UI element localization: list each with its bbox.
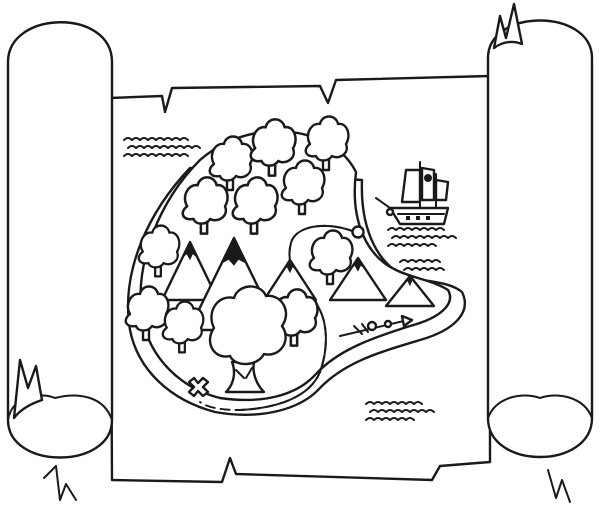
wave-cluster [387,227,457,247]
wave-cluster [365,401,435,421]
tree [161,300,205,354]
tree [181,176,229,235]
right-scroll-roll [486,2,594,503]
mountain [160,240,220,302]
mountain [384,274,436,308]
wave-line [123,137,189,141]
tree [280,159,326,216]
wave-line [123,153,189,157]
wave-line [403,267,445,271]
trail-start-marker [351,225,365,239]
tree [308,229,354,286]
tree [249,118,297,177]
mountain [328,256,388,302]
wave-line [365,417,415,421]
pirate-ship [375,161,450,226]
left-scroll-roll [6,21,114,501]
wave-line [387,243,437,247]
treasure-x-mark [187,376,210,398]
wave-line [387,227,445,231]
wave-cluster [399,259,445,271]
wave-line [365,401,423,405]
tree [124,285,170,342]
wave-cluster [123,137,201,157]
compass-arrow [339,314,414,337]
wave-line [391,235,457,239]
forest [124,115,354,354]
tree [231,176,279,235]
sea-waves [123,137,457,421]
wave-line [127,145,201,149]
wave-line [369,409,435,413]
wave-line [399,259,441,263]
big-palm-tree [208,285,288,394]
tree [137,224,181,278]
tree [304,115,350,172]
tree [208,135,254,192]
